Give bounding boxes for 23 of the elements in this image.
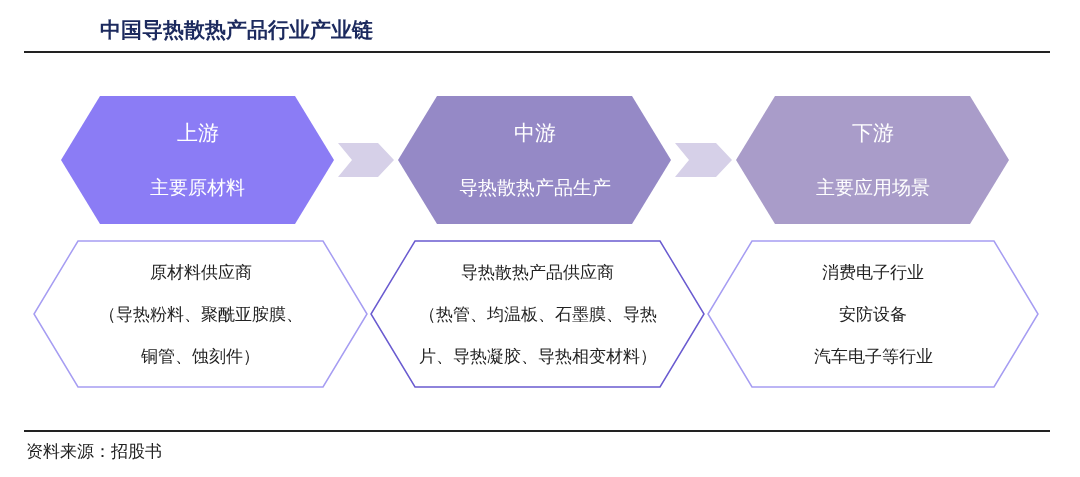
stage-heading: 上游 <box>176 120 219 147</box>
detail-text: 汽车电子等行业 <box>813 345 933 368</box>
detail-hexagon <box>707 240 1039 388</box>
detail-text: （热管、均温板、石墨膜、导热片、导热凝胶、导热相变材料） <box>417 303 658 368</box>
stage-heading: 中游 <box>513 120 556 147</box>
stage-hexagon <box>735 95 1010 225</box>
detail-text: 安防设备 <box>839 303 907 326</box>
chevron-arrow <box>338 143 394 177</box>
detail-hexagon <box>370 240 705 388</box>
chart-title: 中国导热散热产品行业产业链 <box>100 16 373 44</box>
stage-subtitle: 主要原材料 <box>150 175 245 200</box>
detail-hexagon <box>33 240 368 388</box>
stage-subtitle: 主要应用场景 <box>815 175 930 200</box>
stage-hexagon <box>60 95 335 225</box>
detail-text: 消费电子行业 <box>822 261 924 284</box>
detail-text: （导热粉料、聚酰亚胺膜、铜管、蚀刻件） <box>97 303 304 368</box>
detail-text: 导热散热产品供应商 <box>461 261 614 284</box>
detail-text: 原材料供应商 <box>149 261 252 284</box>
chevron-arrow <box>675 143 732 177</box>
source-note: 资料来源：招股书 <box>26 440 162 463</box>
stage-hexagon <box>397 95 672 225</box>
stage-subtitle: 导热散热产品生产 <box>458 175 611 200</box>
stage-heading: 下游 <box>851 120 894 147</box>
